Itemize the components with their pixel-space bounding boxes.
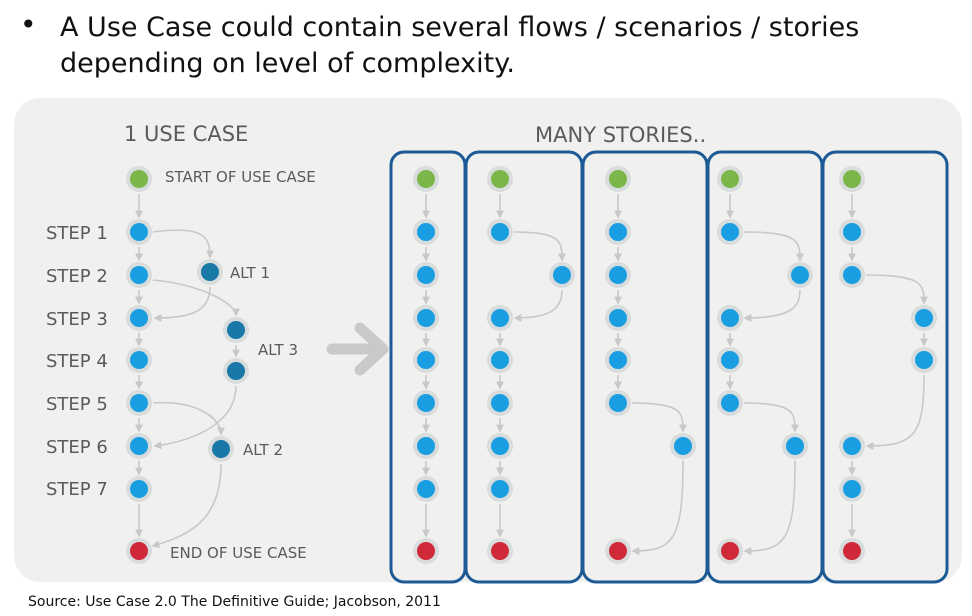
story-2-node-2 bbox=[487, 219, 513, 245]
story-2-node-9 bbox=[487, 538, 513, 564]
alt2-label: ALT 2 bbox=[243, 441, 283, 459]
story-1-node-9 bbox=[413, 538, 439, 564]
story-3-branch bbox=[631, 402, 687, 433]
story-4-return bbox=[743, 460, 796, 555]
alt3-label: ALT 3 bbox=[258, 341, 298, 359]
slide-title: A Use Case could contain several flows /… bbox=[60, 10, 950, 82]
story-2-node-3 bbox=[549, 262, 575, 288]
step-label-2: STEP 2 bbox=[46, 266, 108, 287]
story-1-node-4 bbox=[413, 305, 439, 331]
step-node-5 bbox=[126, 390, 152, 416]
step-label-6: STEP 6 bbox=[46, 437, 108, 458]
story-5-node-3 bbox=[839, 262, 865, 288]
alt1-node bbox=[197, 259, 223, 285]
alt1-label: ALT 1 bbox=[230, 264, 270, 282]
story-3-node-7 bbox=[670, 433, 696, 459]
story-2-node-4 bbox=[487, 305, 513, 331]
story-1-node-1 bbox=[413, 166, 439, 192]
alt3-node-b bbox=[223, 358, 249, 384]
alt2-node bbox=[208, 436, 234, 462]
story-1-node-3 bbox=[413, 262, 439, 288]
bullet-point: • bbox=[20, 8, 37, 41]
story-3-node-5 bbox=[605, 347, 631, 373]
end-label: END OF USE CASE bbox=[170, 544, 307, 562]
alt2-branch bbox=[152, 401, 225, 436]
alt3-branch bbox=[152, 279, 240, 317]
story-5-node-2 bbox=[839, 219, 865, 245]
story-4-node-8 bbox=[717, 538, 743, 564]
story-3-node-2 bbox=[605, 219, 631, 245]
step-label-1: STEP 1 bbox=[46, 223, 108, 244]
story-3-node-4 bbox=[605, 305, 631, 331]
story-2-node-8 bbox=[487, 476, 513, 502]
story-4-node-2 bbox=[717, 219, 743, 245]
flow-connectors bbox=[135, 194, 928, 555]
start-node bbox=[126, 166, 152, 192]
story-frame-5 bbox=[821, 150, 949, 584]
title-line-2: depending on level of complexity. bbox=[60, 48, 515, 79]
step-label-3: STEP 3 bbox=[46, 309, 108, 330]
story-3-node-3 bbox=[605, 262, 631, 288]
alt3-return bbox=[153, 385, 237, 450]
flow-nodes bbox=[126, 166, 937, 564]
title-line-1: A Use Case could contain several flows /… bbox=[60, 12, 860, 43]
start-label: START OF USE CASE bbox=[165, 168, 316, 186]
step-node-6 bbox=[126, 433, 152, 459]
step-node-4 bbox=[126, 347, 152, 373]
story-4-node-6 bbox=[717, 390, 743, 416]
end-node bbox=[126, 538, 152, 564]
transition-arrow bbox=[326, 322, 389, 376]
story-4-branch bbox=[743, 231, 804, 262]
step-label-5: STEP 5 bbox=[46, 394, 108, 415]
alt2-return bbox=[151, 463, 222, 549]
story-1-node-8 bbox=[413, 476, 439, 502]
step-labels: STEP 1 STEP 2 STEP 3 STEP 4 STEP 5 STEP … bbox=[46, 223, 108, 500]
story-5-node-1 bbox=[839, 166, 865, 192]
story-2-node-1 bbox=[487, 166, 513, 192]
alt1-branch bbox=[152, 229, 214, 259]
story-2-node-6 bbox=[487, 390, 513, 416]
story-4-node-7 bbox=[782, 433, 808, 459]
story-2-node-7 bbox=[487, 433, 513, 459]
story-4-node-4 bbox=[717, 305, 743, 331]
story-3-node-1 bbox=[605, 166, 631, 192]
story-4-branch bbox=[743, 402, 799, 433]
alt3-node-a bbox=[223, 317, 249, 343]
story-5-node-5 bbox=[911, 347, 937, 373]
story-1-node-2 bbox=[413, 219, 439, 245]
story-3-node-8 bbox=[605, 538, 631, 564]
step-node-1 bbox=[126, 219, 152, 245]
story-1-node-5 bbox=[413, 347, 439, 373]
story-5-node-6 bbox=[839, 433, 865, 459]
step-node-2 bbox=[126, 262, 152, 288]
story-4-node-1 bbox=[717, 166, 743, 192]
story-2-branch bbox=[513, 231, 566, 262]
story-5-node-8 bbox=[839, 538, 865, 564]
step-label-4: STEP 4 bbox=[46, 351, 108, 372]
story-2-node-5 bbox=[487, 347, 513, 373]
story-4-node-5 bbox=[717, 347, 743, 373]
source-citation: Source: Use Case 2.0 The Definitive Guid… bbox=[28, 594, 441, 610]
right-heading: MANY STORIES.. bbox=[535, 123, 706, 147]
story-5-return bbox=[865, 374, 925, 450]
story-2-return bbox=[513, 289, 563, 322]
story-3-return bbox=[631, 460, 684, 555]
story-1-node-6 bbox=[413, 390, 439, 416]
story-3-node-6 bbox=[605, 390, 631, 416]
step-node-7 bbox=[126, 476, 152, 502]
story-4-return bbox=[743, 289, 801, 322]
story-5-node-4 bbox=[911, 305, 937, 331]
story-4-node-3 bbox=[787, 262, 813, 288]
story-frames bbox=[389, 150, 949, 584]
story-1-node-7 bbox=[413, 433, 439, 459]
left-heading: 1 USE CASE bbox=[124, 122, 248, 146]
diagram-panel bbox=[14, 98, 962, 582]
story-5-node-7 bbox=[839, 476, 865, 502]
step-label-7: STEP 7 bbox=[46, 479, 108, 500]
story-5-branch bbox=[865, 274, 928, 305]
step-node-3 bbox=[126, 305, 152, 331]
